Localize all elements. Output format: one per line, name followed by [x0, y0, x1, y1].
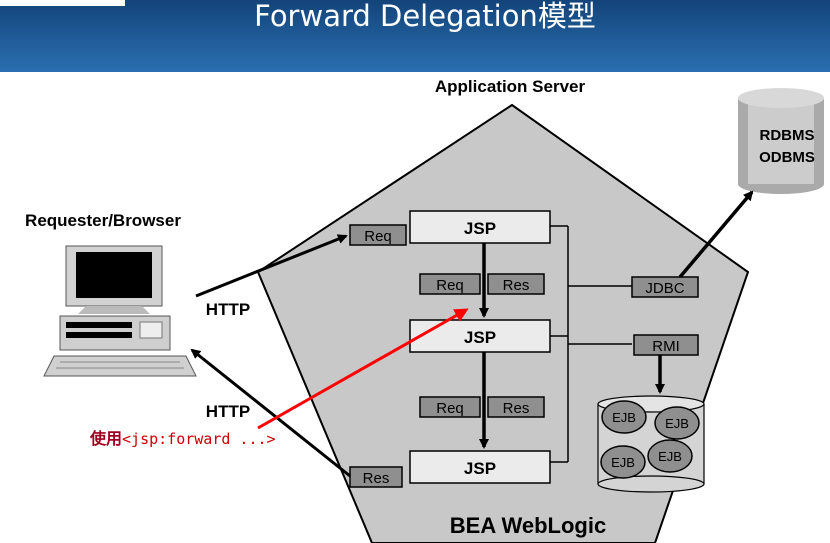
corner-accent — [0, 0, 125, 6]
res-tag-2: Res — [487, 396, 545, 418]
ejb-bean-4: EJB — [647, 439, 693, 473]
jsp-box-top: JSP — [409, 210, 551, 244]
jdbc-box: JDBC — [631, 276, 699, 298]
title-band — [0, 0, 830, 72]
rmi-box: RMI — [633, 334, 699, 356]
res-tag-1: Res — [487, 273, 545, 295]
slide-title: Forward Delegation模型 — [254, 0, 596, 33]
res-tag-outgoing: Res — [349, 466, 403, 488]
odbms-label: ODBMS — [759, 149, 815, 166]
ejb-4-label: EJB — [658, 449, 682, 464]
http-bottom-label: HTTP — [206, 402, 250, 421]
req-tag-2: Req — [419, 396, 481, 418]
bus-lines — [550, 225, 632, 463]
jsp-bottom-label: JSP — [464, 459, 496, 478]
application-server-label: Application Server — [435, 77, 586, 96]
ejb-3-label: EJB — [611, 455, 635, 470]
requester-browser-label: Requester/Browser — [25, 211, 181, 230]
req-tag-incoming: Req — [349, 224, 407, 246]
ejb-bean-1: EJB — [601, 400, 647, 434]
res-2-label: Res — [503, 400, 530, 417]
computer-icon — [43, 245, 197, 377]
annotation-prefix: 使用 — [89, 429, 122, 448]
ejb-2-label: EJB — [665, 416, 689, 431]
http-request-arrow — [195, 234, 348, 298]
res-outgoing-label: Res — [363, 470, 390, 487]
jsp-middle-label: JSP — [464, 328, 496, 347]
bea-weblogic-label: BEA WebLogic — [450, 513, 606, 538]
jsp-top-label: JSP — [464, 219, 496, 238]
jdbc-label: JDBC — [645, 280, 684, 297]
database-cylinder: RDBMS ODBMS — [738, 88, 824, 194]
http-response-arrow — [190, 348, 351, 478]
jsp-box-bottom: JSP — [409, 450, 551, 484]
res-1-label: Res — [503, 277, 530, 294]
req-1-label: Req — [436, 277, 464, 294]
annotation-code: <jsp:forward ...> — [122, 430, 276, 448]
jsp-box-middle: JSP — [409, 319, 551, 353]
req-incoming-label: Req — [364, 228, 392, 245]
rdbms-label: RDBMS — [760, 127, 815, 144]
ejb-1-label: EJB — [612, 410, 636, 425]
annotation-text: 使用<jsp:forward ...> — [89, 429, 276, 448]
http-top-label: HTTP — [206, 300, 250, 319]
jdbc-to-db-arrow — [678, 190, 754, 279]
ejb-bean-3: EJB — [600, 445, 646, 479]
ejb-bean-2: EJB — [654, 406, 700, 440]
annotation-arrow — [257, 308, 469, 430]
req-tag-1: Req — [419, 273, 481, 295]
req-2-label: Req — [436, 400, 464, 417]
rmi-label: RMI — [652, 338, 680, 355]
